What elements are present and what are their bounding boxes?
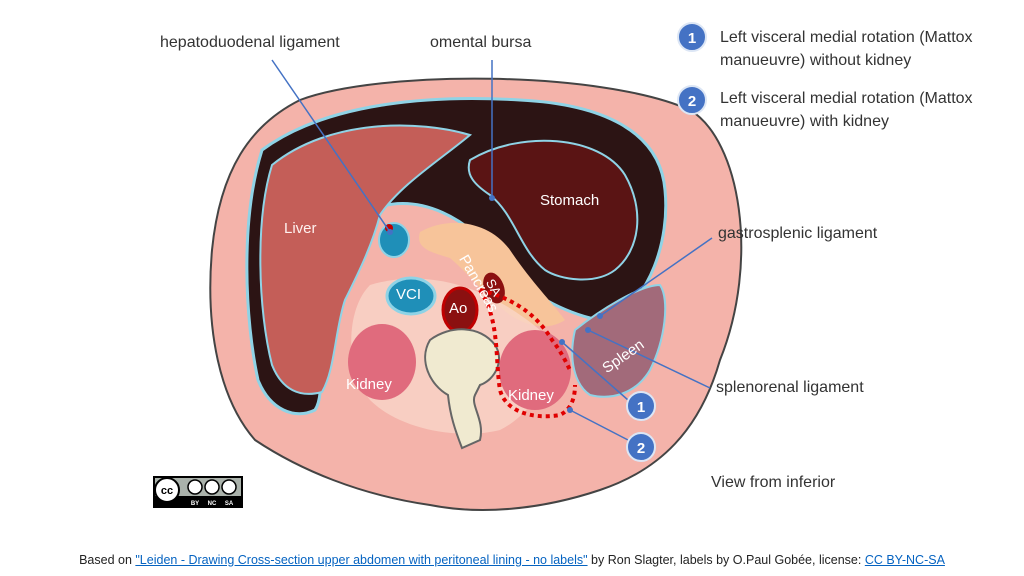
vci (385, 276, 437, 316)
leader-dot-hepatoduodenal (387, 229, 393, 235)
license-link[interactable]: CC BY-NC-SA (864, 553, 945, 567)
leader-dot-splenorenal (585, 327, 591, 333)
liver (259, 124, 473, 395)
leader-marker-2 (569, 409, 629, 441)
leader-dot-omental (489, 195, 495, 201)
svg-text:cc: cc (161, 485, 173, 497)
legend-badge-2: 2 (677, 85, 707, 115)
cc-sa: SA (225, 501, 234, 507)
splenorenal-ligament-label: splenorenal ligament (716, 379, 864, 396)
stomach (467, 139, 639, 281)
attribution-footer: Based on "Leiden - Drawing Cross-section… (0, 553, 1024, 567)
ao-label: Ao (449, 300, 468, 317)
footer-prefix: Based on (79, 553, 136, 567)
kidney-left-shape (348, 324, 416, 400)
gastrosplenic-ligament-label: gastrosplenic ligament (718, 225, 878, 242)
vci-label: VCI (396, 286, 422, 303)
liver-label: Liver (284, 220, 317, 237)
kidney-right-label: Kidney (508, 387, 554, 404)
leader-dot-marker-2 (567, 407, 573, 413)
leader-dot-marker-1 (559, 339, 565, 345)
omental-bursa-label: omental bursa (430, 34, 532, 51)
leader-splenorenal (587, 329, 711, 389)
leader-marker-1 (561, 341, 629, 401)
rotation-path-2 (478, 288, 577, 419)
marker-1: 1 (626, 391, 656, 421)
legend-text-2: Left visceral medial rotation (Mattox ma… (720, 90, 973, 130)
legend-badge-1: 1 (677, 22, 707, 52)
cc-nc: NC (208, 501, 217, 507)
legend-text-1: Left visceral medial rotation (Mattox ma… (720, 29, 973, 69)
cc-by: BY (191, 501, 199, 507)
leader-hepatoduodenal (271, 59, 391, 233)
hepatoduodenal-ligament-label: hepatoduodenal ligament (160, 34, 340, 51)
hepatoduodenal-ligament-shape (378, 222, 410, 258)
view-label: View from inferior (711, 474, 836, 491)
splenic-artery (483, 272, 505, 304)
leader-dot-gastrosplenic (597, 313, 603, 319)
stomach-label: Stomach (540, 192, 600, 209)
leader-gastrosplenic (599, 237, 713, 317)
cc-license-logo: cc BY NC SA (153, 476, 243, 508)
marker-2: 2 (626, 432, 656, 462)
footer-middle: by Ron Slagter, labels by O.Paul Gobée, … (587, 553, 865, 567)
kidney-right-shape (499, 330, 571, 410)
source-link[interactable]: "Leiden - Drawing Cross-section upper ab… (135, 553, 588, 567)
rotation-path-1 (479, 288, 572, 371)
vertebra (424, 328, 500, 450)
kidney-left-label: Kidney (346, 376, 392, 393)
